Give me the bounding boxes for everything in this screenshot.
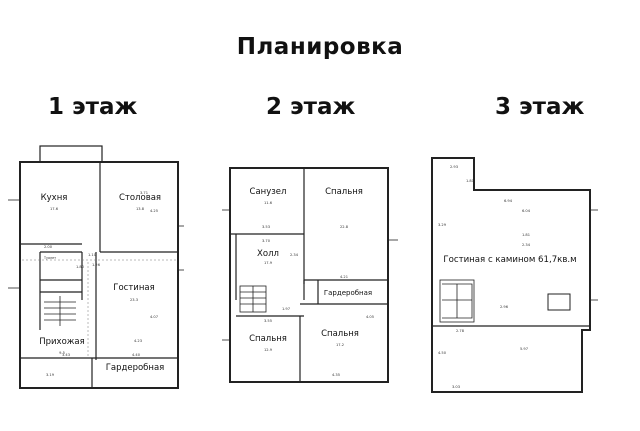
dim-2-1: 3.53 bbox=[262, 225, 270, 229]
dim-2-3: 3.70 bbox=[262, 239, 271, 243]
area-hall: 17.9 bbox=[264, 261, 273, 265]
floor-2-label: 2 этаж bbox=[266, 94, 356, 120]
area-bedroom-1: 22.8 bbox=[340, 225, 349, 229]
floor-2-plan bbox=[222, 167, 398, 383]
dim-3-3: 6.94 bbox=[504, 199, 513, 203]
floor-1-label: 1 этаж bbox=[48, 94, 138, 120]
room-label-hall: Холл bbox=[257, 249, 279, 259]
room-label-bedroom-3: Спальня bbox=[321, 329, 359, 339]
dim-2-4: 4.21 bbox=[340, 275, 348, 279]
dim-11: 3.19 bbox=[46, 373, 55, 377]
area-kitchen: 17.6 bbox=[50, 207, 59, 211]
area-dining: 13.8 bbox=[136, 207, 145, 211]
dim-2-7: 4.35 bbox=[332, 373, 340, 377]
dim-3-2: 1.81 bbox=[466, 179, 474, 183]
floor-3-label: 3 этаж bbox=[495, 94, 585, 120]
dim-9: 4.40 bbox=[132, 353, 141, 357]
dim-3-7: 2.34 bbox=[522, 243, 531, 247]
area-bedroom-3: 17.2 bbox=[336, 343, 344, 347]
dim-2-6: 4.05 bbox=[366, 315, 374, 319]
area-hallway: 9.5 bbox=[59, 351, 65, 355]
room-label-bathroom: Санузел bbox=[250, 187, 287, 197]
page-title: Планировка bbox=[236, 34, 404, 60]
room-label-hallway: Прихожая bbox=[39, 337, 85, 347]
dim-7: 2.00 bbox=[44, 245, 53, 249]
room-label-living-fireplace: Гостиная с камином 61,7кв.м bbox=[443, 255, 576, 265]
dim-3-1: 2.93 bbox=[450, 165, 458, 169]
dim-3-12: 2.78 bbox=[456, 329, 465, 333]
dim-2-8: 1.97 bbox=[282, 307, 290, 311]
room-label-bedroom-2: Спальня bbox=[249, 334, 287, 344]
room-label-dining: Столовая bbox=[119, 193, 161, 203]
dim-2: 4.25 bbox=[150, 209, 158, 213]
dim-3-8: 2.96 bbox=[500, 305, 509, 309]
room-label-living: Гостиная bbox=[113, 283, 154, 293]
dim-3-9: 4.50 bbox=[438, 351, 447, 355]
room-label-kitchen: Кухня bbox=[41, 193, 68, 203]
dim-3-11: 5.97 bbox=[520, 347, 528, 351]
dim-3-10: 3.03 bbox=[452, 385, 460, 389]
room-label-bedroom-1: Спальня bbox=[325, 187, 363, 197]
floor-1-plan bbox=[8, 145, 184, 389]
area-living: 23.3 bbox=[130, 298, 138, 302]
dim-10: 1.26 bbox=[92, 263, 101, 267]
dim-5: 1.80 bbox=[76, 265, 85, 269]
area-bedroom-2: 12.9 bbox=[264, 348, 273, 352]
floor-3-plan bbox=[431, 157, 598, 393]
dim-6: 1.10 bbox=[88, 253, 97, 257]
dim-2-5: 3.55 bbox=[264, 319, 272, 323]
room-label-toilet: Туалет bbox=[43, 256, 56, 260]
dim-3-6: 1.81 bbox=[522, 233, 530, 237]
floor-3-room-labels: Гостиная с камином 61,7кв.м 2.93 1.81 6.… bbox=[438, 165, 577, 389]
dim-3-5: 3.29 bbox=[438, 223, 447, 227]
floor-1-room-labels: Кухня Столовая Гостиная Прихожая Гардеро… bbox=[39, 191, 164, 377]
dim-3-4: 6.04 bbox=[522, 209, 531, 213]
room-label-wardrobe: Гардеробная bbox=[106, 363, 165, 373]
area-bathroom: 11.6 bbox=[264, 201, 273, 205]
dim-4: 4.23 bbox=[134, 339, 142, 343]
floor-2-room-labels: Санузел Спальня Холл Гардеробная Спальня… bbox=[249, 187, 374, 377]
dim-1: 3.71 bbox=[140, 191, 148, 195]
dim-3: 4.07 bbox=[150, 315, 158, 319]
dim-8: 3.43 bbox=[62, 353, 70, 357]
room-label-wardrobe-2: Гардеробная bbox=[324, 289, 372, 297]
dim-2-2: 2.34 bbox=[290, 253, 299, 257]
